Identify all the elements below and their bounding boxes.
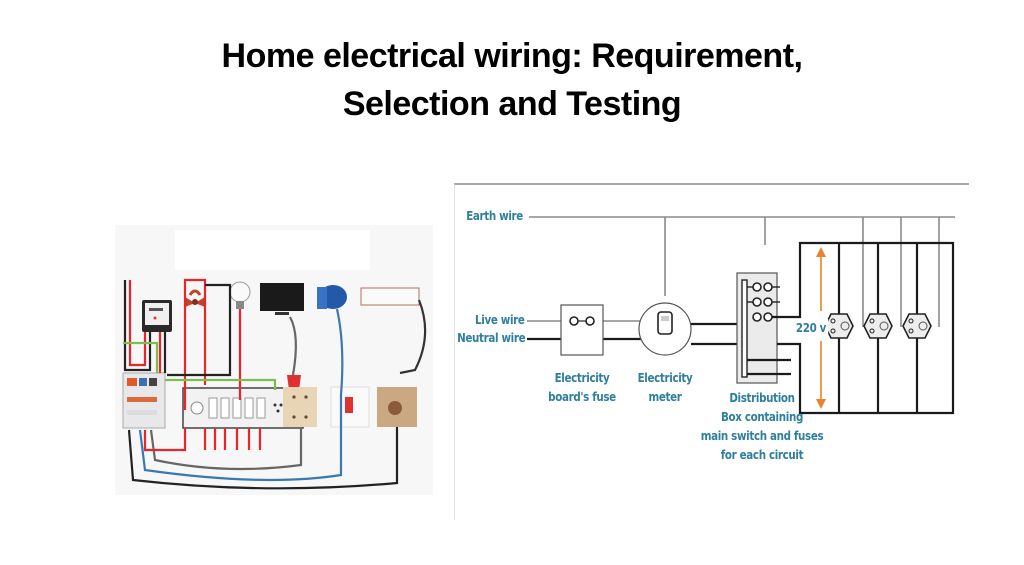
fuse-label-line-2: board's fuse [548, 390, 616, 404]
neutral-wire-label: Neutral wire [456, 331, 525, 345]
plug-icon [287, 375, 301, 390]
distribution-label-line-3: main switch and fuses [700, 429, 824, 443]
socket-symbol [824, 313, 854, 339]
socket-icons [283, 386, 417, 428]
distribution-box-symbol [736, 272, 791, 384]
air-conditioner-icon [360, 287, 420, 306]
earth-wire-label: Earth wire [466, 209, 523, 223]
electricity-board-fuse-symbol [560, 304, 604, 356]
wiring-lines [123, 278, 427, 490]
meter-label-line-2: meter [648, 390, 682, 404]
electricity-meter-symbol [638, 302, 692, 356]
slide-title-line-1: Home electrical wiring: Requirement, [221, 37, 803, 75]
light-bulb-icon [229, 281, 251, 309]
distribution-label-line-1: Distribution [729, 391, 795, 405]
distribution-label-line-2: Box containing [720, 410, 803, 424]
voltage-arrow [816, 247, 826, 409]
slide-title: Home electrical wiring: Requirement, Sel… [0, 32, 1024, 128]
live-wire-label: Live wire [475, 313, 525, 327]
blank-label-area [175, 230, 370, 270]
fuse-label-line-1: Electricity [554, 371, 610, 385]
household-wiring-illustration [115, 225, 433, 495]
socket-symbol [902, 313, 932, 339]
slide-title-line-2: Selection and Testing [342, 85, 682, 123]
meter-label-line-1: Electricity [637, 371, 693, 385]
wiring-schematic-diagram: Earth wire Live wire Neutral wire Electr… [454, 183, 969, 520]
voltage-label: 220 v [793, 319, 829, 338]
meter-output-wires [691, 322, 737, 346]
energy-meter-icon [142, 300, 172, 332]
television-icon [260, 283, 304, 315]
socket-symbol [863, 313, 893, 339]
distribution-label-line-4: for each circuit [720, 448, 804, 462]
meter-label: Electricity meter [631, 369, 700, 407]
fuse-label: Electricity board's fuse [539, 369, 625, 407]
water-pump-icon [317, 285, 347, 309]
ceiling-fan-icon [185, 289, 205, 307]
distribution-box-label: Distribution Box containing main switch … [689, 389, 835, 465]
distribution-board-icon [122, 372, 166, 429]
earth-wire-line [529, 216, 955, 327]
